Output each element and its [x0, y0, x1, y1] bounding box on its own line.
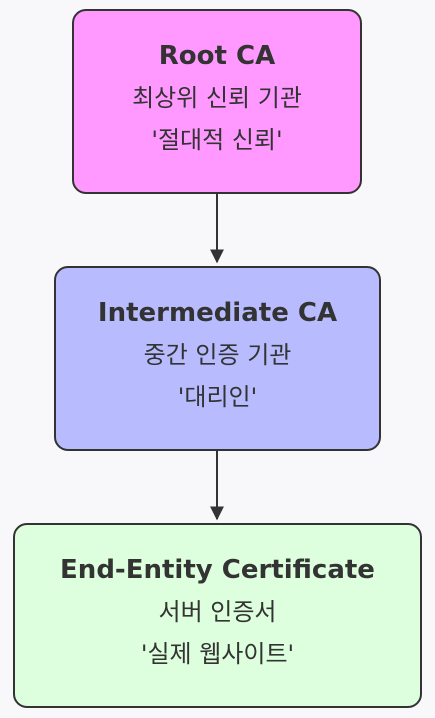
node-title: Root CA — [158, 40, 276, 71]
node-quote: '실제 웹사이트' — [140, 639, 295, 668]
node-intermediate-ca: Intermediate CA 중간 인증 기관 '대리인' — [54, 266, 381, 451]
node-root-ca: Root CA 최상위 신뢰 기관 '절대적 신뢰' — [72, 9, 362, 194]
node-end-entity-certificate: End-Entity Certificate 서버 인증서 '실제 웹사이트' — [13, 523, 422, 708]
node-title: Intermediate CA — [97, 297, 338, 328]
node-title: End-Entity Certificate — [60, 554, 375, 585]
node-quote: '대리인' — [177, 382, 258, 411]
node-description: 중간 인증 기관 — [143, 340, 292, 369]
node-quote: '절대적 신뢰' — [151, 125, 283, 154]
node-description: 서버 인증서 — [158, 597, 277, 626]
node-description: 최상위 신뢰 기관 — [132, 83, 302, 112]
